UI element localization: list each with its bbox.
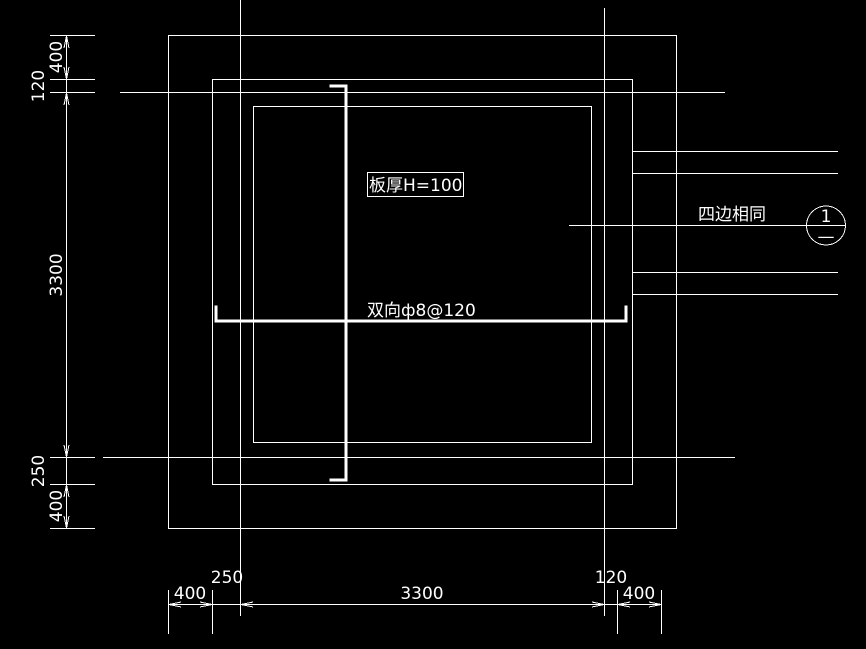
section-marker-number: 1 — [821, 207, 832, 227]
dim-left-bottom-offset: 400 — [47, 490, 67, 522]
dim-bottom-left-wall: 250 — [211, 568, 243, 588]
wall-outer-line — [212, 79, 633, 485]
dim-left-bottom-wall: 250 — [29, 455, 49, 487]
dim-left-top-wall: 120 — [29, 70, 49, 102]
dim-bottom-right-wall: 120 — [595, 568, 627, 588]
edge-note: 四边相同 — [698, 205, 766, 225]
slab-label: 板厚H=100 — [369, 176, 462, 196]
slab-inner-line — [253, 106, 592, 443]
dim-arrow — [63, 35, 70, 529]
rebar-label: 双向ф8@120 — [367, 301, 476, 321]
section-marker-sheet: — — [818, 227, 835, 247]
dim-arrow — [168, 601, 662, 608]
dim-left-span: 3300 — [47, 253, 67, 296]
dim-bottom-span: 3300 — [400, 584, 443, 604]
rebar-horizontal — [214, 305, 628, 323]
dim-bottom-right-offset: 400 — [623, 584, 655, 604]
dim-bottom-left-offset: 400 — [174, 584, 206, 604]
outer-boundary — [168, 35, 677, 529]
dim-left-top-offset: 400 — [47, 41, 67, 73]
rebar-vertical — [329, 84, 348, 482]
slab-label-box — [367, 172, 464, 197]
